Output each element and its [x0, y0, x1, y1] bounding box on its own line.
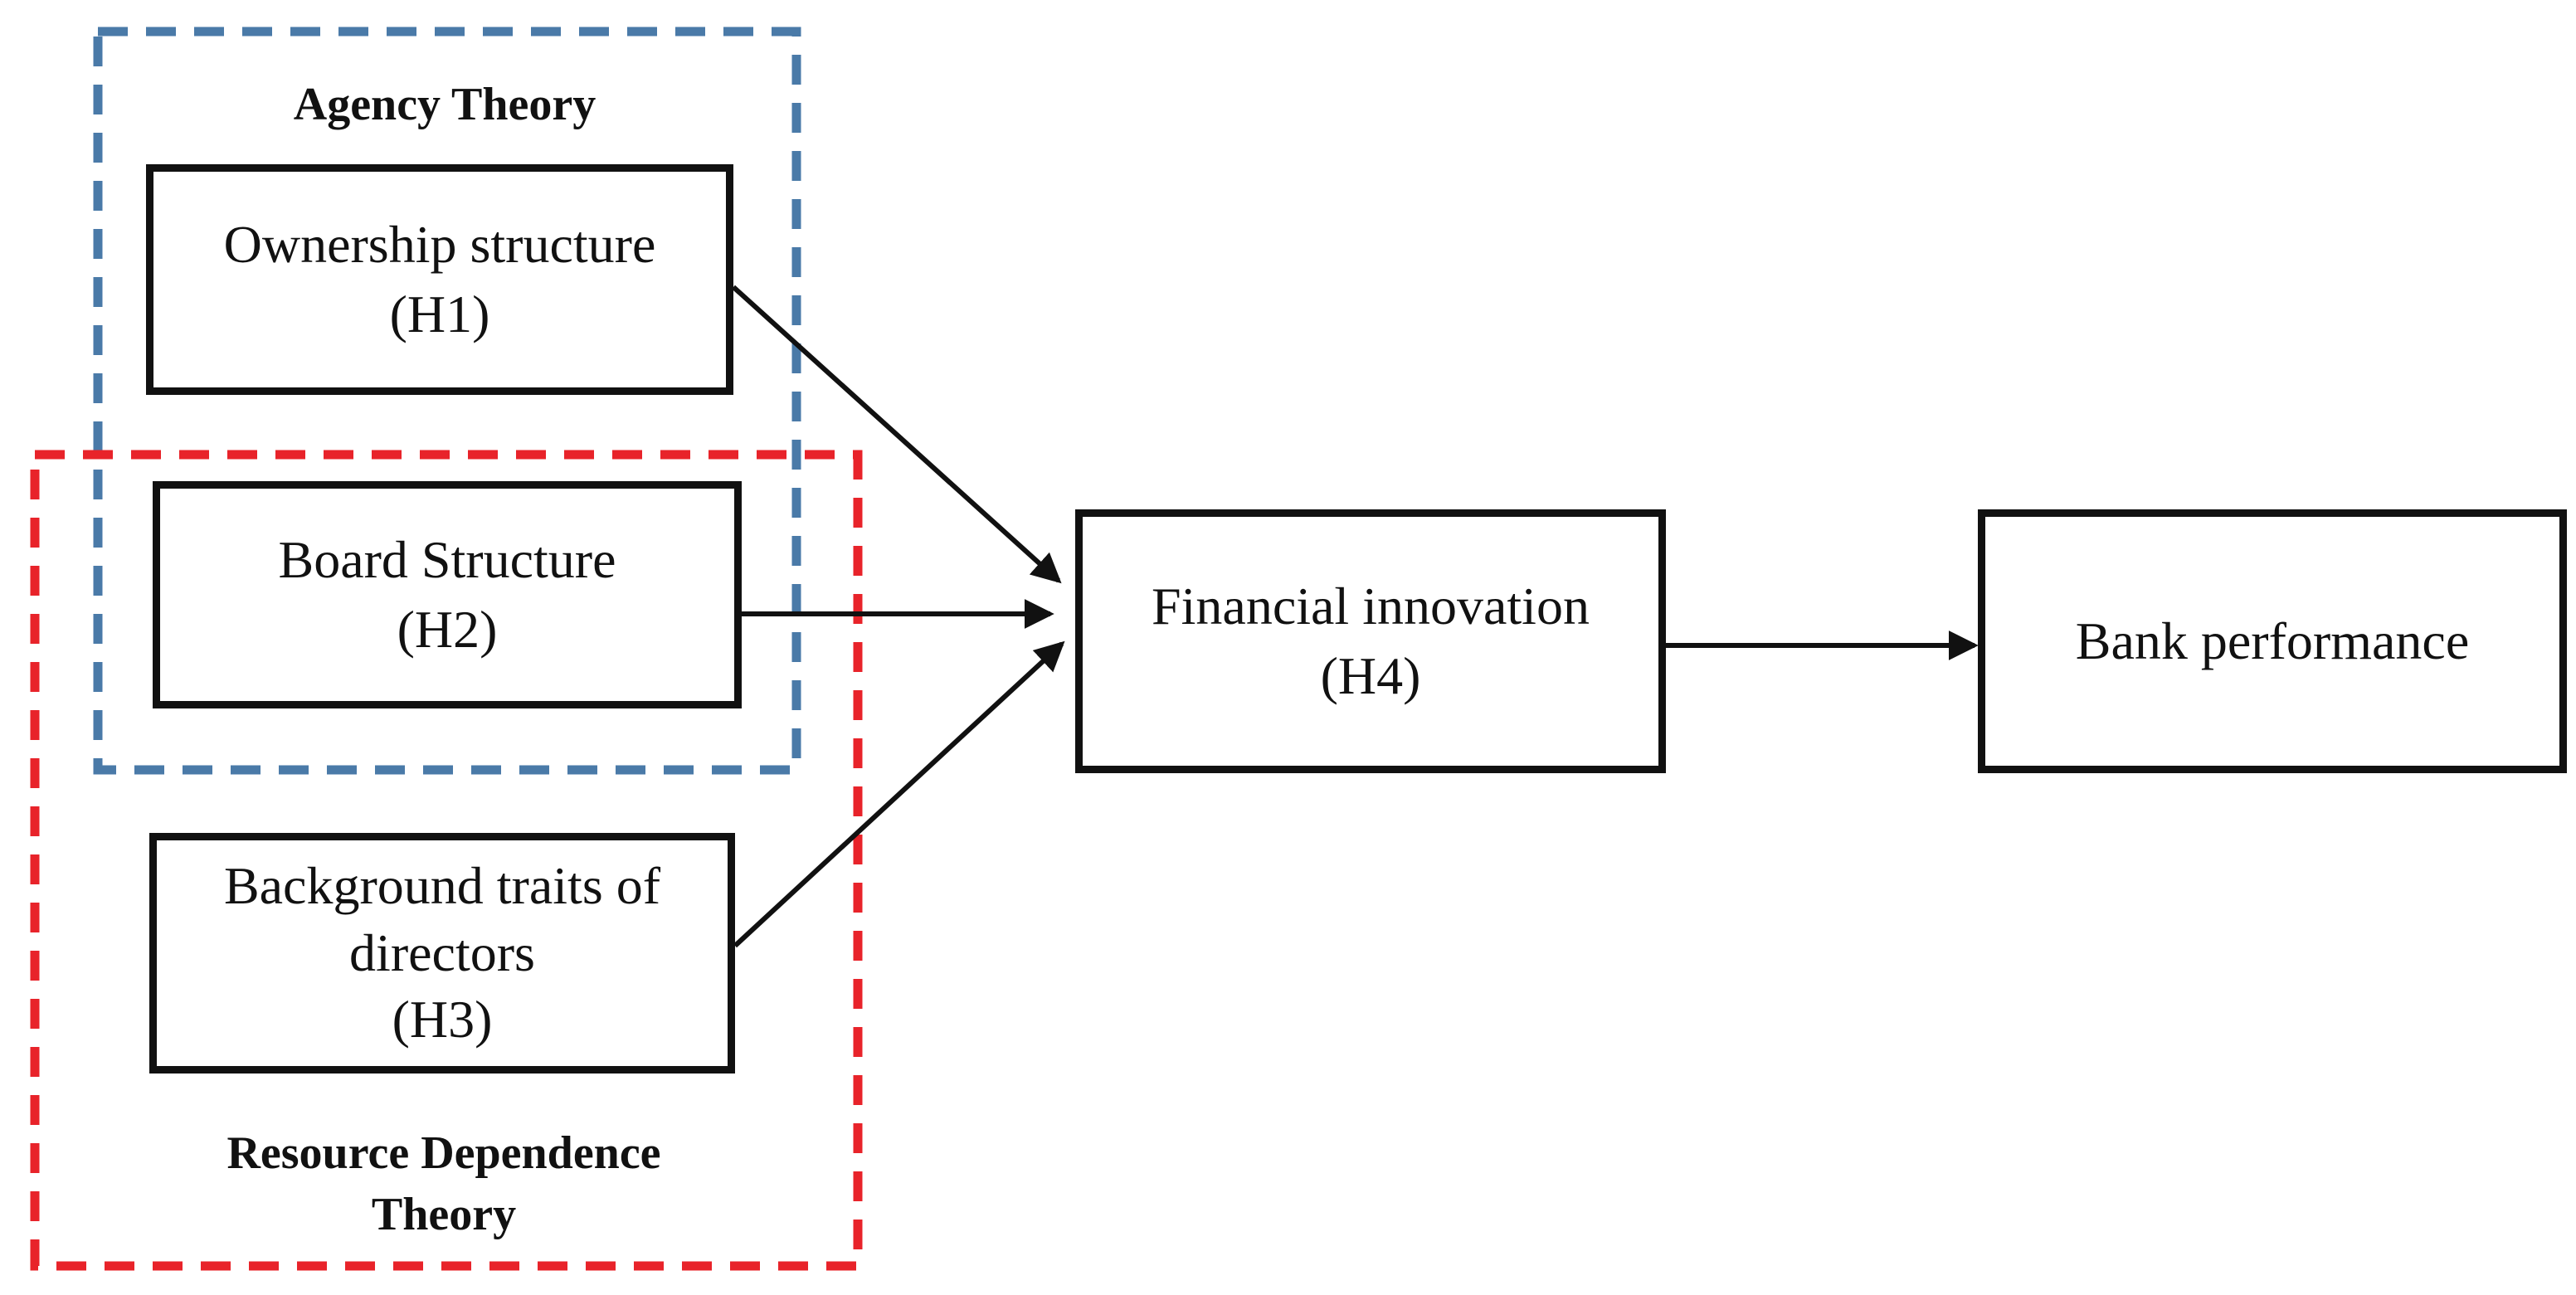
financial-innovation-hypothesis: (H4) [1320, 646, 1421, 705]
board-structure-label: Board Structure [278, 529, 616, 589]
bank-performance-label: Bank performance [2075, 611, 2470, 670]
ownership-structure-hypothesis: (H1) [389, 285, 490, 343]
ownership-structure-label: Ownership structure [223, 214, 656, 274]
financial-innovation-box: Financial innovation (H4) [1075, 509, 1666, 773]
ownership-structure-box: Ownership structure (H1) [146, 164, 733, 395]
resource-dependence-title-line1: Resource Dependence [226, 1127, 661, 1179]
arrow-ownership-to-financial [731, 285, 1062, 584]
agency-theory-group-border [93, 27, 801, 775]
financial-innovation-label: Financial innovation [1152, 576, 1590, 635]
agency-theory-title-text: Agency Theory [293, 79, 597, 130]
arrow-background-to-financial [733, 640, 1065, 948]
board-structure-box: Board Structure (H2) [153, 481, 742, 708]
agency-theory-title: Agency Theory [194, 75, 695, 136]
background-traits-label-cont: directors [349, 923, 535, 982]
resource-dependence-theory-title: Resource Dependence Theory [108, 1123, 780, 1246]
resource-dependence-title-line2: Theory [371, 1188, 517, 1240]
background-traits-label: Background traits of [223, 856, 661, 916]
bank-performance-box: Bank performance [1978, 509, 2567, 773]
background-traits-box: Background traits of directors (H3) [149, 833, 735, 1073]
background-traits-hypothesis: (H3) [392, 990, 493, 1049]
board-structure-hypothesis: (H2) [397, 600, 498, 659]
resource-dependence-group-border [30, 450, 863, 1271]
